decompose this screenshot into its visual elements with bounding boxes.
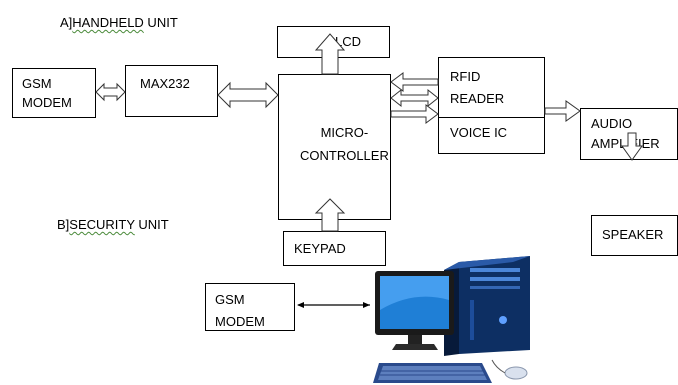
desktop-computer-icon: [373, 256, 530, 383]
rfid-reader-block: RFID READER: [438, 57, 545, 118]
max232-block: MAX232: [125, 65, 218, 117]
section-title-handheld: A]HANDHELD UNIT: [60, 15, 178, 30]
voice-ic-label: VOICE IC: [450, 125, 508, 140]
arrow-rfid-microcontroller: [390, 72, 439, 92]
section-title-security-keyword: SECURITY: [69, 217, 135, 232]
arrow-gsm-max232: [95, 82, 126, 102]
gsm-modem-handheld-block: GSM MODEM: [12, 68, 96, 118]
arrow-microcontroller-lcd: [314, 33, 346, 75]
rfid-reader-label: RFID READER: [450, 69, 505, 106]
section-title-handheld-keyword: HANDHELD: [72, 15, 144, 30]
lcd-label: LCD: [335, 34, 362, 49]
gsm-modem-handheld-label: GSM MODEM: [22, 76, 72, 110]
microcontroller-block: MICRO- CONTROLLER: [278, 74, 391, 220]
arrow-voice-amplifier: [544, 100, 581, 122]
keypad-label: KEYPAD: [294, 241, 346, 256]
section-title-security: B]SECURITY UNIT: [57, 217, 169, 232]
arrow-microcontroller-voice: [390, 104, 439, 124]
gsm-modem-security-label: GSM MODEM: [215, 292, 265, 329]
max232-label: MAX232: [140, 76, 190, 91]
arrow-keypad-microcontroller: [314, 198, 346, 232]
voice-ic-block: VOICE IC: [438, 117, 545, 154]
arrow-max232-microcontroller: [217, 81, 279, 109]
speaker-label: SPEAKER: [602, 227, 664, 242]
arrow-microcontroller-rfid-bidirectional: [390, 88, 439, 108]
arrow-amplifier-speaker: [621, 132, 643, 161]
speaker-block: SPEAKER: [591, 215, 678, 256]
gsm-modem-security-block: GSM MODEM: [205, 283, 295, 331]
keypad-block: KEYPAD: [283, 231, 386, 266]
audio-amplifier-label: AUDIO AMPLIFIER: [591, 116, 660, 151]
microcontroller-label: MICRO- CONTROLLER: [300, 125, 389, 163]
